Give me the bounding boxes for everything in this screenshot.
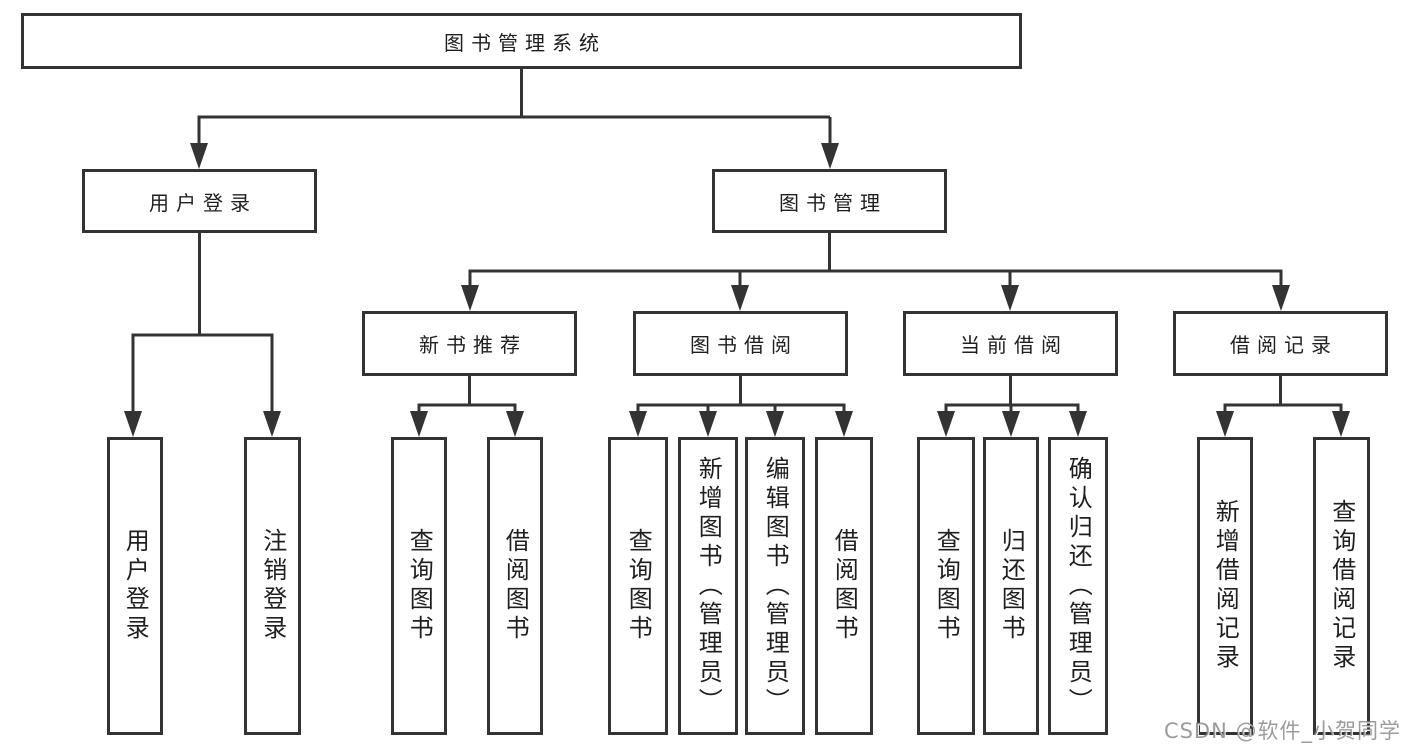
node-label: 新增图书（管理员）	[694, 455, 723, 717]
node-leaf-logout: 注销登录	[244, 437, 301, 735]
connector-currentborrow-to-leaves	[944, 376, 1080, 414]
node-label: 归还图书	[997, 528, 1026, 644]
csdn-watermark: CSDN @软件_小贺同学	[1163, 719, 1401, 743]
node-leaf-query-books-rec: 查询图书	[391, 437, 447, 735]
node-label: 确认归还（管理员）	[1064, 455, 1093, 717]
node-label: 查询图书	[405, 528, 434, 644]
node-book-borrow: 图书借阅	[633, 311, 848, 376]
arrowhead	[699, 411, 717, 437]
node-leaf-edit-books-admin: 编辑图书（管理员）	[745, 437, 805, 735]
node-label: 注销登录	[258, 528, 287, 644]
arrowhead	[410, 411, 428, 437]
node-leaf-user-login: 用户登录	[107, 437, 163, 735]
arrowhead	[937, 411, 955, 437]
arrowhead	[190, 143, 208, 169]
node-label: 用户登录	[149, 190, 257, 215]
node-label: 借阅图书	[501, 528, 530, 644]
arrowhead	[461, 285, 479, 311]
node-label: 图书管理系统	[444, 30, 606, 55]
node-leaf-add-borrow-record: 新增借阅记录	[1197, 437, 1253, 735]
connector-bookmgmt-to-level3	[468, 233, 1283, 288]
arrowhead	[821, 143, 839, 169]
node-label: 查询借阅记录	[1327, 499, 1356, 673]
connector-root-to-level2	[197, 69, 832, 146]
node-label: 图书管理	[779, 190, 887, 215]
connector-bookborrow-to-leaves	[636, 376, 846, 414]
node-leaf-return-books: 归还图书	[983, 437, 1039, 735]
node-label: 图书借阅	[690, 333, 798, 357]
node-label: 借阅图书	[830, 528, 859, 644]
node-label: 当前借阅	[960, 333, 1068, 357]
arrowhead	[1272, 285, 1290, 311]
connector-newbookrec-to-leaves	[417, 376, 517, 414]
node-leaf-add-books-admin: 新增图书（管理员）	[678, 437, 738, 735]
arrowhead	[629, 411, 647, 437]
connector-borrowrecords-to-leaves	[1223, 376, 1343, 414]
connector-userlogin-to-leaves	[131, 233, 274, 414]
arrowhead	[506, 411, 524, 437]
node-label: 查询图书	[932, 528, 961, 644]
arrowhead	[124, 411, 142, 437]
arrowhead	[1002, 411, 1020, 437]
node-leaf-confirm-return-admin: 确认归还（管理员）	[1048, 437, 1108, 735]
node-current-borrow: 当前借阅	[903, 311, 1118, 376]
arrowhead	[263, 411, 281, 437]
node-label: 新增借阅记录	[1211, 499, 1240, 673]
node-label: 用户登录	[121, 528, 150, 644]
arrowhead	[1001, 285, 1019, 311]
node-label: 新书推荐	[419, 333, 527, 357]
node-label: 查询图书	[624, 528, 653, 644]
arrowhead	[766, 411, 784, 437]
node-label: 编辑图书（管理员）	[761, 455, 790, 717]
node-book-management: 图书管理	[712, 169, 947, 233]
arrowhead	[1216, 411, 1234, 437]
node-borrow-records: 借阅记录	[1173, 311, 1388, 376]
arrowhead	[1069, 411, 1087, 437]
node-new-book-recommend: 新书推荐	[362, 311, 577, 376]
node-leaf-query-books-borrow: 查询图书	[608, 437, 668, 735]
node-label: 借阅记录	[1230, 333, 1338, 357]
node-root-system: 图书管理系统	[21, 13, 1022, 69]
arrowhead	[1332, 411, 1350, 437]
node-leaf-borrow-books: 借阅图书	[815, 437, 873, 735]
arrowhead	[731, 285, 749, 311]
arrowhead	[835, 411, 853, 437]
node-leaf-query-books-current: 查询图书	[917, 437, 975, 735]
node-user-login: 用户登录	[82, 169, 317, 233]
node-leaf-borrow-books-rec: 借阅图书	[487, 437, 543, 735]
node-leaf-query-borrow-record: 查询借阅记录	[1313, 437, 1370, 735]
